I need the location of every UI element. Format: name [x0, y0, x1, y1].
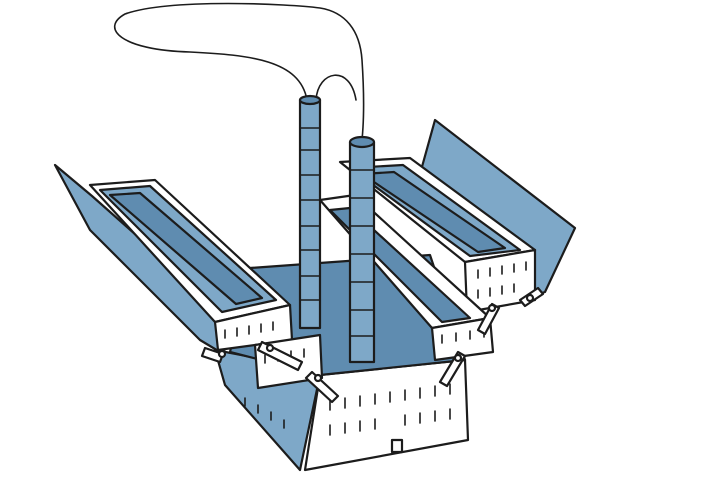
window-grid-icon: [224, 261, 527, 436]
smokestack-icon: [298, 94, 322, 330]
smoke-icon: [113, 2, 365, 141]
smokestack-icon: [348, 135, 376, 364]
hinge-arm-icon: [200, 286, 545, 404]
right-tray: [338, 156, 537, 314]
left-tray: [88, 178, 294, 352]
smoke-inner: [315, 74, 357, 101]
door: [390, 438, 404, 454]
